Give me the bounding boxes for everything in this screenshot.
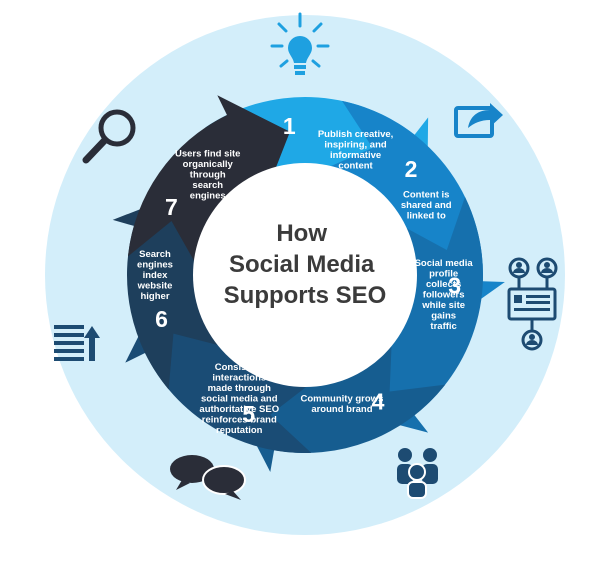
title-line-2: Social Media xyxy=(229,251,375,278)
step-7-arrow xyxy=(127,95,290,264)
step-2-label-line: linked to xyxy=(407,211,446,222)
step-7-label-line: through xyxy=(190,169,226,180)
step-1-label-line: inspiring, and xyxy=(324,140,386,151)
share-icon xyxy=(454,103,503,138)
step-5-label-line: reinforces brand xyxy=(202,415,277,426)
step-3-label-line: gains xyxy=(431,310,456,321)
step-5-label-line: social media and xyxy=(201,394,278,405)
step-3-label-line: traffic xyxy=(430,321,456,332)
step-6-label-line: higher xyxy=(140,291,169,302)
step-4-label-line: Community grows xyxy=(300,394,383,405)
speech-bubbles-icon xyxy=(170,455,246,500)
step-7-label-line: Users find site xyxy=(175,148,240,159)
step-5-label-line: reputation xyxy=(216,425,263,436)
step-2-label-line: shared and xyxy=(401,200,452,211)
step-2-number: 2 xyxy=(405,156,418,182)
step-6-label-line: engines xyxy=(137,260,173,271)
step-6-label-line: index xyxy=(143,270,169,281)
step-2-label-line: Content is xyxy=(403,190,449,201)
center-title: How Social Media Supports SEO xyxy=(224,220,387,309)
step-1-number: 1 xyxy=(283,113,296,139)
title-line-3: Supports SEO xyxy=(224,282,387,309)
ranking-list-icon xyxy=(54,325,100,361)
step-6-number: 6 xyxy=(155,306,168,332)
step-4-number: 4 xyxy=(372,388,385,414)
step-6-label-line: website xyxy=(137,281,173,292)
step-3-label-line: profile xyxy=(429,268,458,279)
network-icon xyxy=(507,257,558,351)
step-1-label-line: informative xyxy=(330,150,381,161)
step-3-label-line: while site xyxy=(421,300,465,311)
step-7-label-line: organically xyxy=(183,159,234,170)
step-3-label-line: collects xyxy=(426,279,461,290)
title-line-1: How xyxy=(276,220,327,247)
step-3-number: 3 xyxy=(448,272,461,298)
community-icon xyxy=(397,448,438,499)
step-5-label-line: Consistent xyxy=(215,362,265,373)
magnifier-icon xyxy=(82,109,136,164)
step-7-label-line: engines xyxy=(190,190,226,201)
lightbulb-icon xyxy=(270,12,330,75)
step-5-number: 5 xyxy=(242,401,255,427)
step-5-label-line: made through xyxy=(208,383,272,394)
step-1-label-line: content xyxy=(338,161,373,172)
step-3-label-line: Social media xyxy=(415,258,474,269)
center-disc xyxy=(193,163,417,387)
step-1-label-line: Publish creative, xyxy=(318,129,394,140)
step-5-label-line: interactions xyxy=(212,373,266,384)
step-6-label-line: Search xyxy=(139,249,171,260)
step-5-label-line: authoritative SEO xyxy=(199,404,279,415)
step-7-label-line: search xyxy=(192,180,223,191)
step-7-number: 7 xyxy=(165,194,178,220)
step-3-label-line: followers xyxy=(423,289,465,300)
step-4-label-line: around brand xyxy=(311,404,372,415)
